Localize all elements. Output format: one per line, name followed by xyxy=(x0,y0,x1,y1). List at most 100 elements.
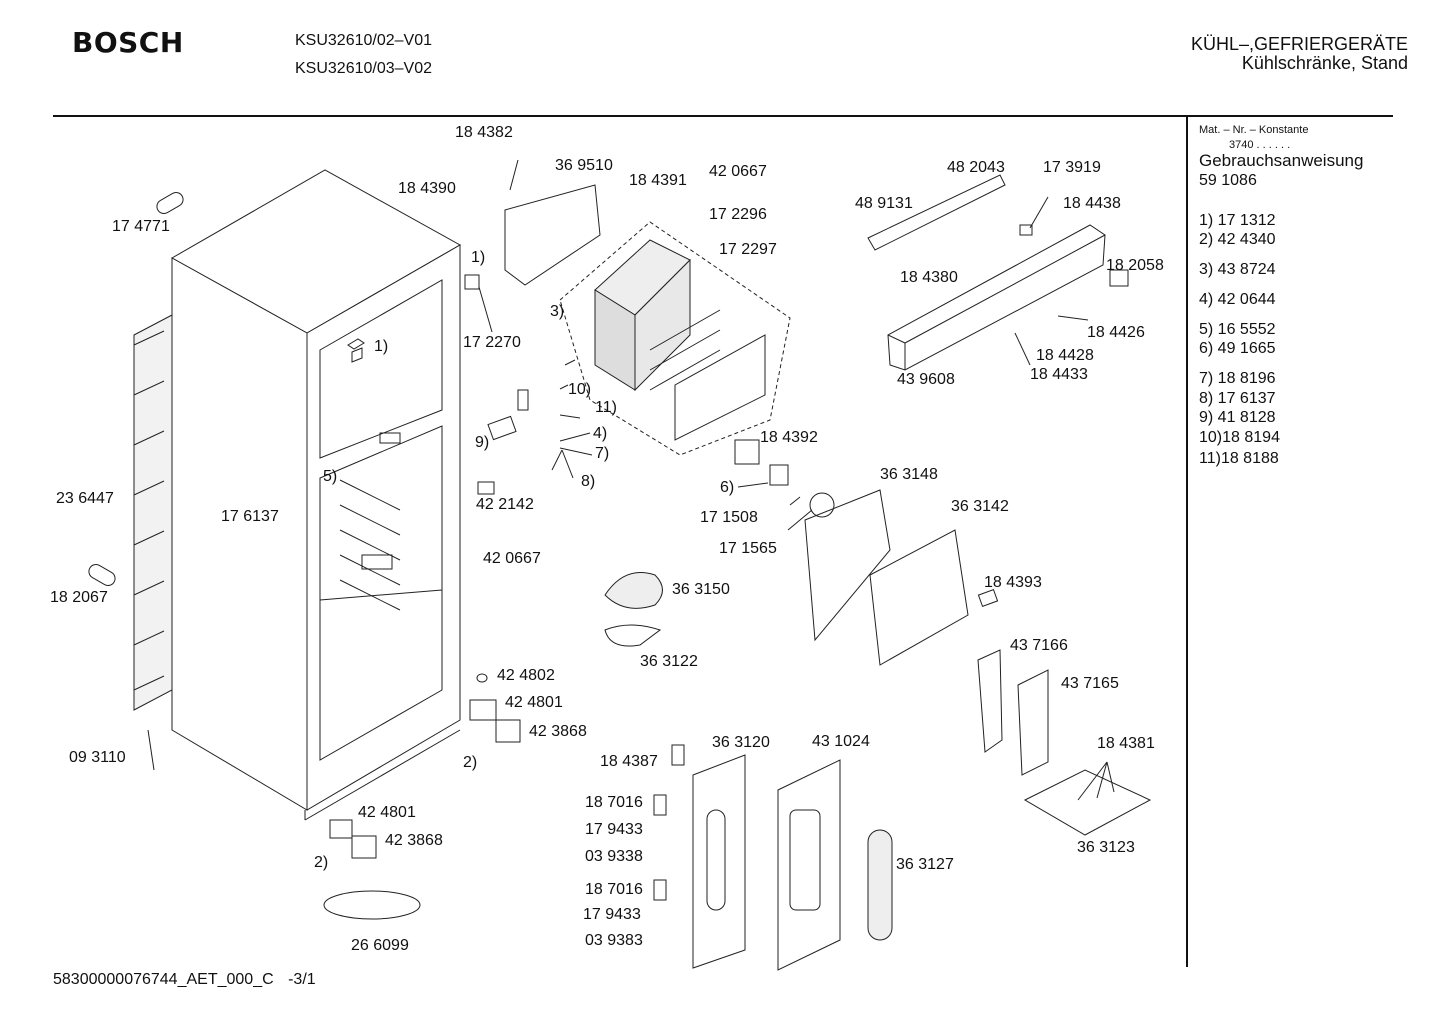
doc-code: 58300000076744_AET_000_C xyxy=(53,971,274,988)
sidebar-item: 9) 41 8128 xyxy=(1199,409,1276,426)
part-label: 48 9131 xyxy=(855,195,913,212)
part-label: 17 2270 xyxy=(463,334,521,351)
category-subtitle: Kühlschränke, Stand xyxy=(1241,53,1408,73)
sidebar-divider xyxy=(1186,117,1188,967)
part-label: 36 3142 xyxy=(951,498,1009,515)
part-label: 18 2058 xyxy=(1106,257,1164,274)
part-label: 42 4801 xyxy=(505,694,563,711)
part-label: 36 3120 xyxy=(712,734,770,751)
marker-label: 2) xyxy=(463,754,478,771)
sidebar-item: 8) 17 6137 xyxy=(1199,390,1276,407)
part-label: 18 4381 xyxy=(1097,735,1155,752)
sidebar-item: 7) 18 8196 xyxy=(1199,370,1276,387)
doc-title: Gebrauchsanweisung xyxy=(1199,151,1364,170)
part-label: 18 4387 xyxy=(600,753,658,770)
part-label: 42 4802 xyxy=(497,667,555,684)
page-number: -3/1 xyxy=(288,971,316,988)
part-label: 48 2043 xyxy=(947,159,1005,176)
part-label: 17 1565 xyxy=(719,540,777,557)
part-label: 17 3919 xyxy=(1043,159,1101,176)
part-label: 18 4426 xyxy=(1087,324,1145,341)
marker-label: 3) xyxy=(550,303,565,320)
marker-label: 1) xyxy=(471,249,486,266)
fan-shape xyxy=(605,493,834,646)
hardware-shapes xyxy=(86,190,788,919)
part-label: 43 1024 xyxy=(812,733,870,750)
part-label: 18 7016 xyxy=(585,794,643,811)
door-liner-shapes xyxy=(693,755,892,970)
part-label: 17 2296 xyxy=(709,206,767,223)
part-label: 18 4392 xyxy=(760,429,818,446)
marker-label: 9) xyxy=(475,434,490,451)
part-label: 36 9510 xyxy=(555,157,613,174)
part-label: 17 1508 xyxy=(700,509,758,526)
marker-label: 7) xyxy=(595,445,610,462)
cabinet-shape xyxy=(172,170,460,820)
model-number-2: KSU32610/03–V02 xyxy=(295,60,432,77)
part-label: 18 4438 xyxy=(1063,195,1121,212)
part-label: 36 3148 xyxy=(880,466,938,483)
part-label: 36 3150 xyxy=(672,581,730,598)
sidebar-item: 3) 43 8724 xyxy=(1199,261,1276,278)
sidebar-item: 10)18 8194 xyxy=(1199,429,1280,446)
marker-label: 11) xyxy=(595,399,617,416)
part-label: 36 3127 xyxy=(896,856,954,873)
evaporator-shape xyxy=(595,240,765,440)
part-label: 18 7016 xyxy=(585,881,643,898)
leader-lines xyxy=(479,197,1114,800)
sidebar-item: 11)18 8188 xyxy=(1199,450,1279,467)
marker-label: 1) xyxy=(374,338,389,355)
sidebar-item: 2) 42 4340 xyxy=(1199,231,1276,248)
marker-label: 8) xyxy=(581,473,596,490)
sidebar-item: 5) 16 5552 xyxy=(1199,321,1276,338)
mat-label: Mat. – Nr. – Konstante xyxy=(1199,124,1309,136)
part-label: 26 6099 xyxy=(351,937,409,954)
marker-label: 4) xyxy=(593,425,608,442)
mat-value: 3740 . . . . . . xyxy=(1229,139,1291,151)
part-label: 43 7165 xyxy=(1061,675,1119,692)
part-label: 42 2142 xyxy=(476,496,534,513)
part-label: 18 4382 xyxy=(455,124,513,141)
evaporator-group-outline xyxy=(560,222,790,455)
marker-label: 10) xyxy=(568,381,592,398)
brand-logo: BOSCH xyxy=(72,26,184,59)
part-label: 17 6137 xyxy=(221,508,279,525)
marker-label: 6) xyxy=(720,479,735,496)
part-label: 18 4433 xyxy=(1030,366,1088,383)
part-label: 18 4380 xyxy=(900,269,958,286)
part-label: 42 0667 xyxy=(483,550,541,567)
condenser-coil xyxy=(134,315,172,710)
part-label: 18 4393 xyxy=(984,574,1042,591)
marker-label: 2) xyxy=(314,854,329,871)
part-label: 17 4771 xyxy=(112,218,170,235)
part-label: 36 3122 xyxy=(640,653,698,670)
part-label: 43 7166 xyxy=(1010,637,1068,654)
part-label: 03 9338 xyxy=(585,848,643,865)
part-label: 42 3868 xyxy=(529,723,587,740)
doc-number: 59 1086 xyxy=(1199,172,1257,189)
part-label: 42 0667 xyxy=(709,163,767,180)
frame-shape xyxy=(505,185,600,285)
category-title: KÜHL–,GEFRIERGERÄTE xyxy=(1190,34,1408,54)
panel-shapes xyxy=(805,490,998,665)
part-label: 03 9383 xyxy=(585,932,643,949)
control-panel-shape xyxy=(868,175,1128,370)
part-label: 42 3868 xyxy=(385,832,443,849)
part-label: 17 2297 xyxy=(719,241,777,258)
marker-label: 5) xyxy=(323,468,338,485)
part-label: 18 2067 xyxy=(50,589,108,606)
model-number-1: KSU32610/02–V01 xyxy=(295,32,432,49)
door-trim-shapes xyxy=(978,650,1150,835)
part-label: 42 4801 xyxy=(358,804,416,821)
part-label: 09 3110 xyxy=(69,749,126,766)
part-label: 36 3123 xyxy=(1077,839,1135,856)
header-divider xyxy=(53,115,1393,117)
sidebar-item: 1) 17 1312 xyxy=(1199,212,1276,229)
part-label: 17 9433 xyxy=(585,821,643,838)
sidebar-item: 4) 42 0644 xyxy=(1199,291,1276,308)
part-label: 18 4391 xyxy=(629,172,687,189)
part-label: 18 4428 xyxy=(1036,347,1094,364)
part-label: 43 9608 xyxy=(897,371,955,388)
part-label: 17 9433 xyxy=(583,906,641,923)
